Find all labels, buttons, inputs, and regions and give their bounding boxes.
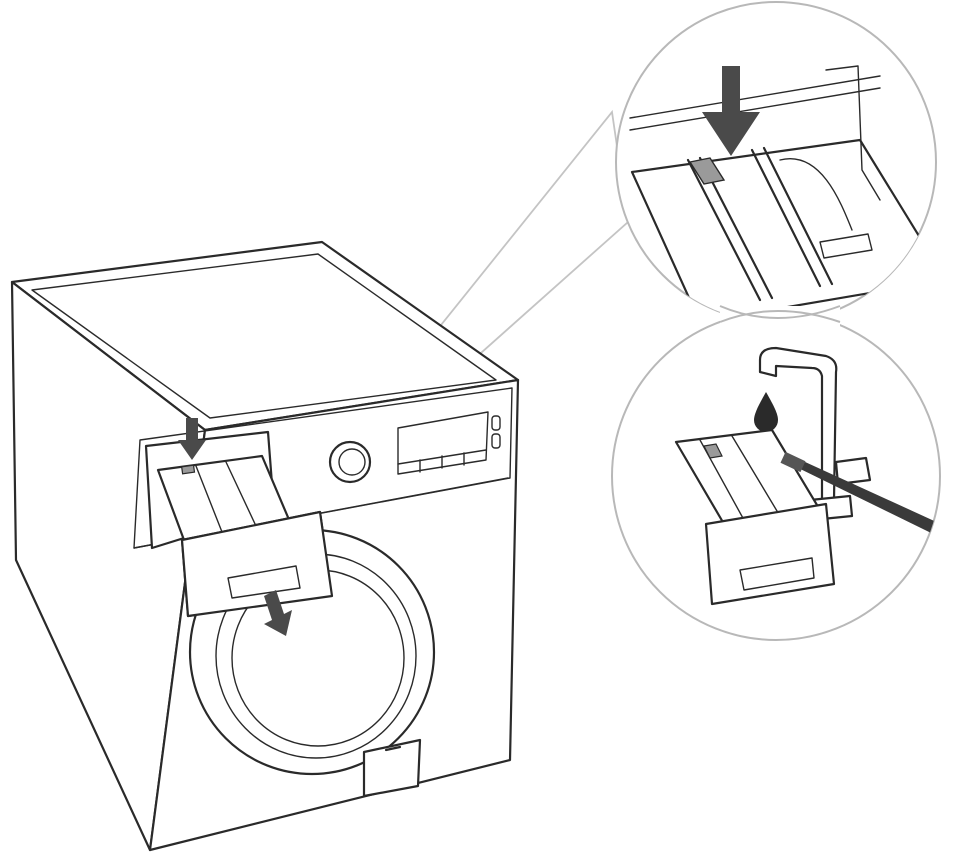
rinse-siphon-tab <box>703 443 723 459</box>
display-panel <box>397 411 489 475</box>
callout-press-siphon <box>615 1 937 323</box>
machine-top-inner <box>31 253 497 419</box>
zoom-drawer-tray <box>630 138 936 322</box>
filter-cover-tab <box>384 745 402 752</box>
drawer-slot-top-edge <box>629 75 881 119</box>
control-panel <box>133 387 513 549</box>
press-down-arrow-icon <box>702 66 760 156</box>
zoom-divider <box>686 158 762 302</box>
water-drop-icon <box>754 392 778 432</box>
zoom-compartment-curve <box>779 158 853 231</box>
drawer-siphon-tab <box>180 464 196 475</box>
filter-cover <box>362 738 422 798</box>
brush-icon <box>780 451 940 552</box>
press-down-arrow-icon <box>178 418 206 460</box>
drawer-divider <box>225 461 257 527</box>
rinse-drawer-divider <box>731 435 781 517</box>
zoom-siphon-tab <box>688 157 726 185</box>
program-dial <box>328 440 372 484</box>
zoom-divider <box>762 146 834 286</box>
pull-out-arrow-icon <box>264 590 292 636</box>
callout-join-edge <box>719 310 841 323</box>
start-button <box>491 433 501 449</box>
callout-join-edge <box>719 305 841 319</box>
washing-machine <box>10 240 520 852</box>
zoom-recess-wall <box>825 65 881 201</box>
program-dial-inner <box>338 448 366 476</box>
drawer-front-overlay <box>180 510 334 618</box>
rinse-drawer-handle <box>739 557 815 591</box>
drawer-divider <box>195 465 223 533</box>
drawer-slot-top-edge <box>629 87 881 131</box>
power-button <box>491 415 501 431</box>
zoom-tray-clip <box>819 233 873 259</box>
zoom-divider <box>750 148 822 288</box>
rinse-drawer-front <box>704 502 836 606</box>
drawer-handle-overlay <box>227 565 301 599</box>
callout-rinse-brush <box>611 305 941 641</box>
